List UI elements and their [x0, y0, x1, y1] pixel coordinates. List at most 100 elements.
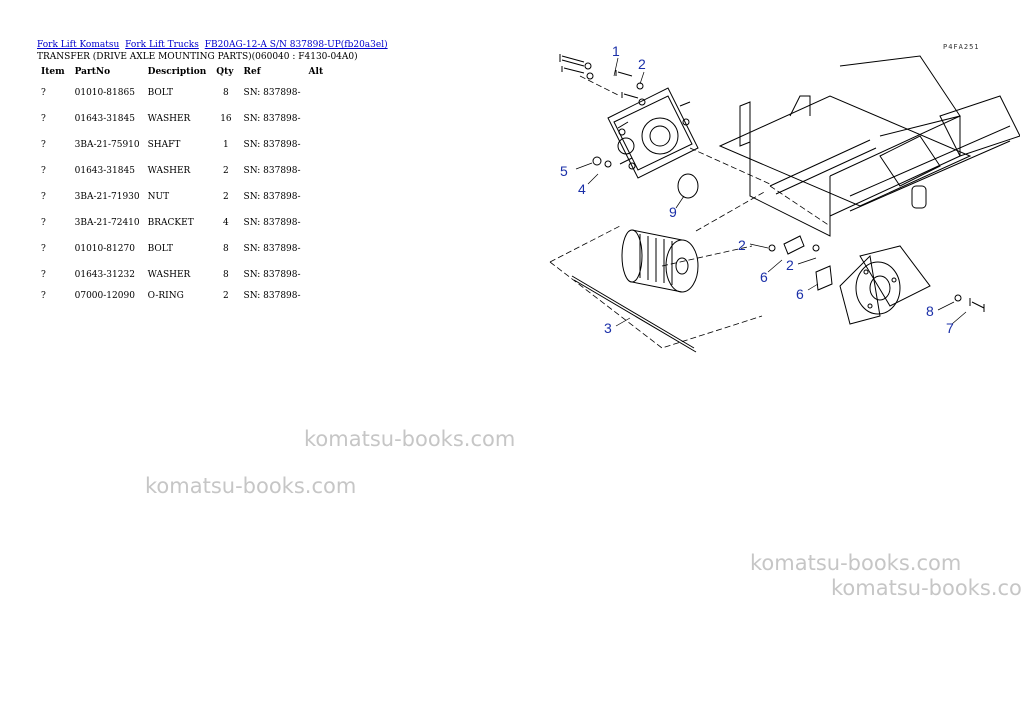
cell-item: ? [41, 114, 46, 124]
cell-description: WASHER [147, 270, 191, 280]
bolt-icon [969, 298, 985, 312]
cell-qty: 4 [223, 218, 229, 228]
exploded-parts-diagram: 1 2 5 4 9 2 6 2 6 3 8 7 [549, 43, 1020, 353]
o-ring-icon [677, 173, 699, 199]
page-title: TRANSFER (DRIVE AXLE MOUNTING PARTS)(060… [37, 52, 358, 62]
callout-2: 2 [786, 257, 794, 273]
callout-4: 4 [578, 181, 586, 197]
cell-item: ? [41, 192, 46, 202]
cell-ref: SN: 837898- [243, 244, 301, 254]
cell-qty: 2 [223, 291, 229, 301]
cell-partno: 01010-81865 [74, 88, 135, 98]
cell-partno: 01643-31845 [74, 166, 135, 176]
callout-3: 3 [604, 320, 612, 336]
cell-ref: SN: 837898- [243, 166, 301, 176]
callout-6: 6 [796, 286, 804, 302]
cell-partno: 07000-12090 [74, 291, 135, 301]
cell-description: O-RING [147, 291, 184, 301]
header-qty: Qty [216, 67, 234, 77]
cell-partno: 01643-31845 [74, 114, 135, 124]
table-row: ? 01643-31845 WASHER 2 SN: 837898- [37, 158, 329, 184]
cell-partno: 3BA-21-71930 [74, 192, 140, 202]
cell-description: WASHER [147, 114, 191, 124]
cell-alt [305, 262, 330, 288]
cell-ref: SN: 837898- [243, 114, 301, 124]
cell-description: WASHER [147, 166, 191, 176]
cell-ref: SN: 837898- [243, 291, 301, 301]
cell-alt [305, 80, 330, 106]
header-ref: Ref [243, 67, 261, 77]
bracket-icon [783, 235, 805, 255]
cell-ref: SN: 837898- [243, 140, 301, 150]
cell-item: ? [41, 270, 46, 280]
cell-alt [305, 288, 330, 304]
table-row: ? 3BA-21-71930 NUT 2 SN: 837898- [37, 184, 329, 210]
callout-9: 9 [669, 204, 677, 220]
header-alt: Alt [308, 67, 324, 77]
shaft-icon [571, 275, 697, 353]
callout-labels: 1 2 5 4 9 2 6 2 6 3 8 7 [560, 43, 954, 336]
header-description: Description [147, 67, 207, 77]
watermark: komatsu-books.com [750, 551, 962, 575]
header-partno: PartNo [74, 67, 111, 77]
table-row: ? 01010-81270 BOLT 8 SN: 837898- [37, 236, 329, 262]
cell-partno: 01643-31232 [74, 270, 135, 280]
cell-partno: 3BA-21-75910 [74, 140, 140, 150]
cell-qty: 1 [223, 140, 229, 150]
cell-alt [305, 184, 330, 210]
callout-7: 7 [946, 320, 954, 336]
parts-table: Item PartNo Description Qty Ref Alt ? 010… [37, 64, 329, 304]
cell-alt [305, 132, 330, 158]
table-header-row: Item PartNo Description Qty Ref Alt [37, 64, 329, 80]
table-row: ? 01643-31845 WASHER 16 SN: 837898- [37, 106, 329, 132]
chassis-frame-icon [718, 55, 1020, 307]
bracket-icon [815, 265, 833, 291]
cell-qty: 8 [223, 88, 229, 98]
breadcrumb-link-model[interactable]: FB20AG-12-A S/N 837898-UP(fb20a3el) [204, 40, 388, 50]
breadcrumb-link-fork-lift-komatsu[interactable]: Fork Lift Komatsu [37, 40, 120, 50]
breadcrumb: Fork Lift Komatsu Fork Lift Trucks FB20A… [37, 40, 391, 51]
callout-5: 5 [560, 163, 568, 179]
wheel-hub-icon [839, 254, 901, 325]
cell-item: ? [41, 244, 46, 254]
callout-1: 1 [612, 43, 620, 59]
motor-icon [621, 229, 699, 293]
table-row: ? 01010-81865 BOLT 8 SN: 837898- [37, 80, 329, 106]
callout-8: 8 [926, 303, 934, 319]
cell-ref: SN: 837898- [243, 88, 301, 98]
table-row: ? 01643-31232 WASHER 8 SN: 837898- [37, 262, 329, 288]
cell-item: ? [41, 166, 46, 176]
cell-alt [305, 236, 330, 262]
cell-item: ? [41, 218, 46, 228]
callout-6: 6 [760, 269, 768, 285]
watermark: komatsu-books.com [304, 427, 516, 451]
cell-qty: 8 [223, 270, 229, 280]
cell-partno: 3BA-21-72410 [74, 218, 140, 228]
cell-qty: 2 [223, 166, 229, 176]
cell-ref: SN: 837898- [243, 192, 301, 202]
cell-alt [305, 158, 330, 184]
cell-item: ? [41, 291, 46, 301]
cell-qty: 8 [223, 244, 229, 254]
callout-2: 2 [638, 56, 646, 72]
cell-description: BOLT [147, 244, 174, 254]
breadcrumb-link-fork-lift-trucks[interactable]: Fork Lift Trucks [125, 40, 199, 50]
cell-description: SHAFT [147, 140, 181, 150]
cell-alt [305, 210, 330, 236]
callout-2: 2 [738, 237, 746, 253]
transfer-housing-icon [607, 87, 699, 179]
table-row: ? 07000-12090 O-RING 2 SN: 837898- [37, 288, 329, 304]
cell-description: NUT [147, 192, 170, 202]
header-item: Item [41, 67, 65, 77]
cell-qty: 2 [223, 192, 229, 202]
cell-item: ? [41, 88, 46, 98]
cell-partno: 01010-81270 [74, 244, 135, 254]
cell-ref: SN: 837898- [243, 218, 301, 228]
cell-description: BOLT [147, 88, 174, 98]
cell-ref: SN: 837898- [243, 270, 301, 280]
cell-alt [305, 106, 330, 132]
cell-qty: 16 [220, 114, 232, 124]
watermark: komatsu-books.co [831, 576, 1022, 600]
